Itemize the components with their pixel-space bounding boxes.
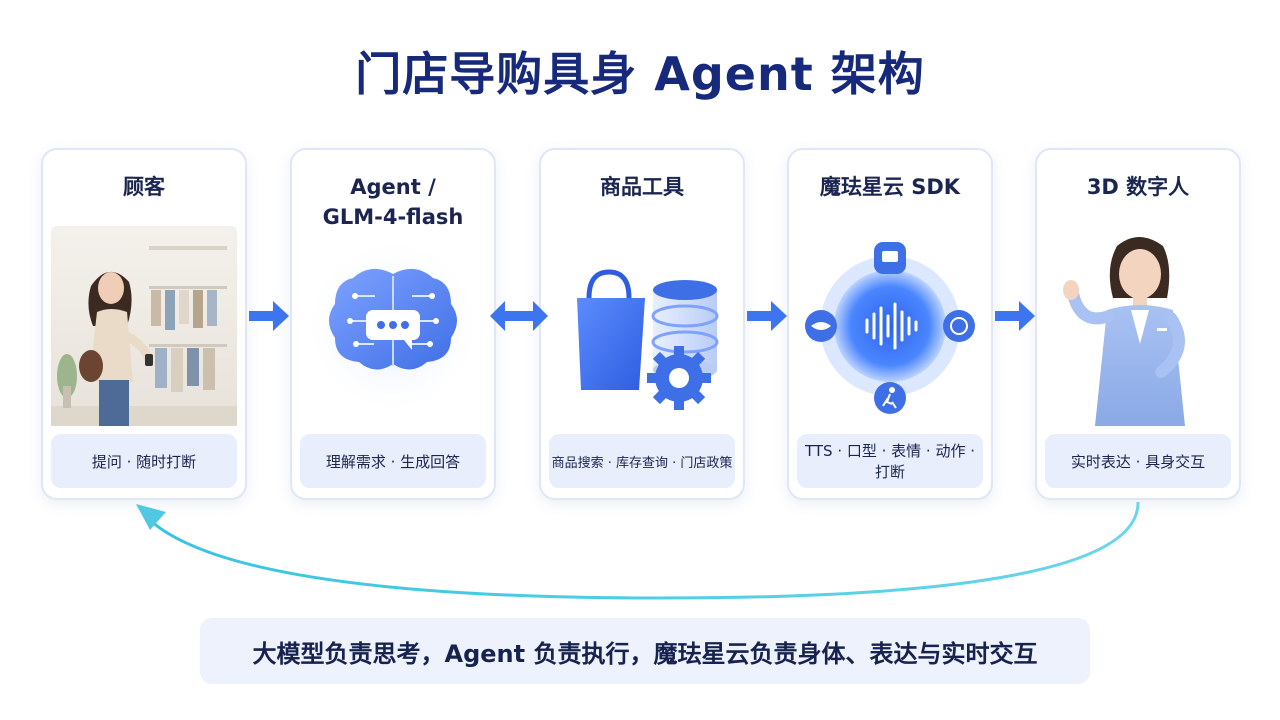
chat-icon [874,242,906,274]
card-caption-digital-human: 实时表达 · 具身交互 [1045,434,1231,488]
arrow-right-icon [995,301,1035,331]
card-title-customer: 顾客 [123,175,165,199]
lips-icon [805,310,837,342]
product-tools-visual [577,269,719,410]
summary-bar: 大模型负责思考，Agent 负责执行，魔珐星云负责身体、表达与实时交互 [200,618,1090,684]
card-title-agent: Agent / GLM-4-flash [292,172,494,232]
card-title-sdk: 魔珐星云 SDK [819,175,961,199]
voice-wave-icon [865,302,918,350]
sdk-visual [805,242,975,414]
page-title: 门店导购具身 Agent 架构 [355,47,925,101]
card-sdk: 魔珐星云 SDK [787,148,993,500]
card-caption-sdk: TTS · 口型 · 表情 · 动作 · 打断 [797,434,983,488]
card-title-agent-line2: GLM-4-flash [322,205,464,229]
gear-icon [647,346,711,410]
card-customer: 顾客 提问 · 随时打断 [41,148,247,500]
arrow-right-icon [249,301,289,331]
card-title-product-tools: 商品工具 [600,175,684,199]
card-product-tools: 商品工具 [539,148,745,500]
card-title-digital-human: 3D 数字人 [1086,175,1190,199]
card-caption-product-tools: 商品搜索 · 库存查询 · 门店政策 [549,434,735,488]
card-agent: Agent / GLM-4-flash 理解需求 · 生成回答 [290,148,496,500]
brain-chat-icon [301,234,485,418]
card-caption-customer: 提问 · 随时打断 [51,434,237,488]
card-digital-human: 3D 数字人 实时表达 · 具身交互 [1035,148,1241,500]
arrow-bidirectional-icon [490,301,548,331]
arrow-right-icon [747,301,787,331]
card-title-agent-line1: Agent / [350,175,436,199]
customer-photo [51,226,237,426]
digital-human-avatar [1063,237,1185,426]
smile-icon [943,310,975,342]
shopping-bag-icon [577,269,645,390]
walking-icon [874,382,906,414]
card-caption-agent: 理解需求 · 生成回答 [300,434,486,488]
